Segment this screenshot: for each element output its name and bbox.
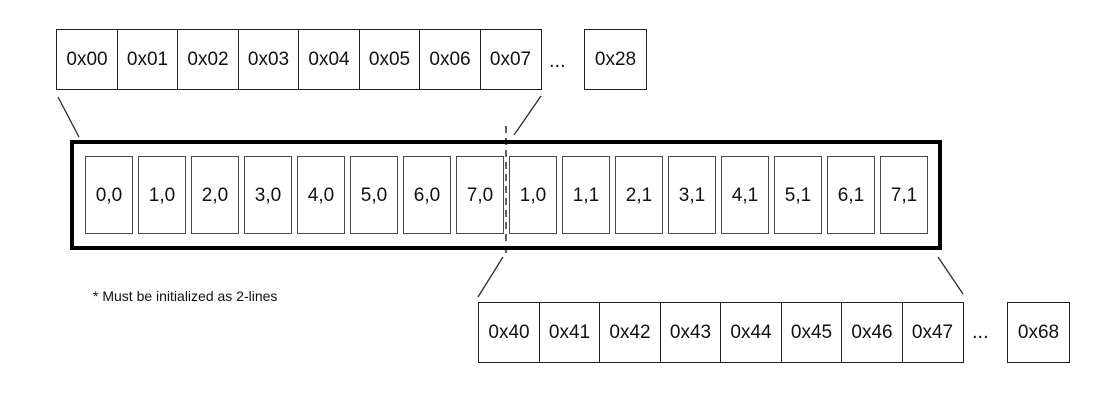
- ddram-cell: 0,0: [85, 156, 133, 234]
- address-cell: 0x06: [419, 29, 481, 90]
- ddram-cell: 1,0: [138, 156, 186, 234]
- address-cell: 0x41: [538, 302, 601, 363]
- ddram-cell: 7,1: [880, 156, 928, 234]
- address-cell: 0x47: [901, 302, 964, 363]
- address-cell: 0x04: [298, 29, 360, 90]
- address-cell: 0x07: [479, 29, 542, 90]
- address-cell: 0x02: [177, 29, 239, 90]
- ddram-cell: 4,1: [721, 156, 769, 234]
- line1-last-address-cell: 0x28: [584, 29, 647, 90]
- line2-last-address-cell: 0x68: [1007, 302, 1070, 363]
- address-cell: 0x43: [659, 302, 722, 363]
- address-cell: 0x45: [780, 302, 843, 363]
- connector-line-bottom-left: [477, 256, 504, 298]
- ddram-cell: 2,1: [615, 156, 663, 234]
- connector-line-bottom-right: [937, 256, 964, 295]
- address-cell: 0x00: [56, 29, 118, 90]
- ddram-cell: 7,0: [456, 156, 504, 234]
- ddram-cell: 4,0: [297, 156, 345, 234]
- ddram-cell: 3,1: [668, 156, 716, 234]
- address-cell: 0x03: [237, 29, 300, 90]
- address-cell: 0x40: [478, 302, 540, 363]
- ddram-cell: 1,1: [562, 156, 610, 234]
- connector-line-top-right: [513, 95, 542, 136]
- ddram-cell: 5,1: [774, 156, 822, 234]
- address-cell: 0x44: [720, 302, 782, 363]
- line1-ellipsis: ...: [549, 50, 566, 72]
- connector-line-top-left: [57, 96, 80, 138]
- footnote: * Must be initialized as 2-lines: [93, 288, 278, 304]
- address-cell: 0x46: [841, 302, 903, 363]
- ddram-cell: 6,1: [827, 156, 875, 234]
- address-cell: 0x01: [116, 29, 179, 90]
- address-cell: 0x42: [599, 302, 661, 363]
- ddram-cell: 5,0: [350, 156, 398, 234]
- ddram-cell: 3,0: [244, 156, 292, 234]
- line2-ellipsis: ...: [972, 321, 989, 343]
- ddram-cell: 6,0: [403, 156, 451, 234]
- address-cell: 0x05: [358, 29, 421, 90]
- ddram-cell: 2,0: [191, 156, 239, 234]
- ddram-cell: 1,0: [509, 156, 557, 234]
